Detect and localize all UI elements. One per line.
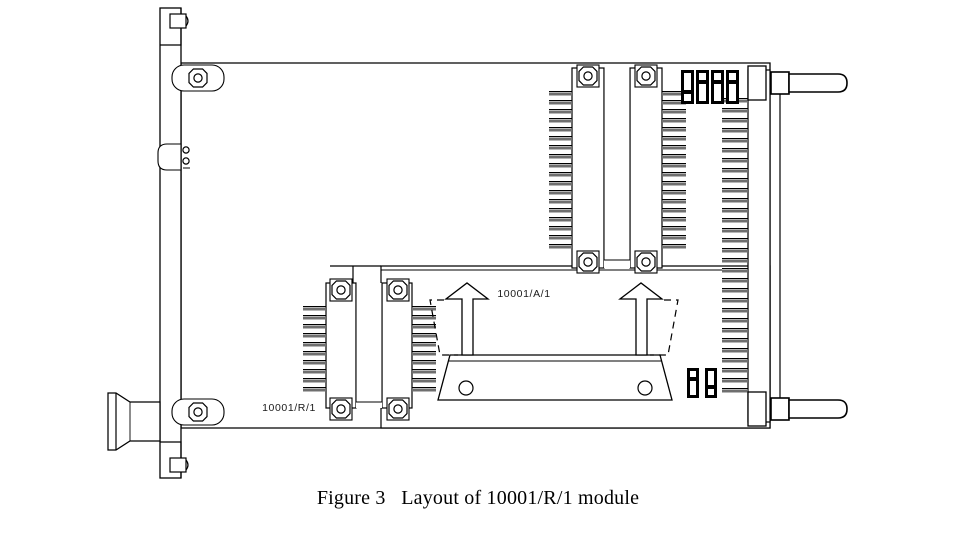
- lever-handle-top[interactable]: [747, 65, 848, 410]
- jumper-block-5[interactable]: [687, 368, 699, 398]
- main-board-label: 10001/R/1: [262, 402, 316, 414]
- daughter-board-outline: [380, 265, 771, 429]
- jumper-block-4[interactable]: [726, 70, 739, 104]
- standoff-upper-right: [634, 64, 658, 88]
- bottom-ejector-tab: [169, 457, 189, 473]
- front-panel: [107, 7, 225, 479]
- standoff-upper-right: [386, 278, 410, 302]
- standoff-upper-left: [329, 278, 353, 302]
- callout-arrow-right: [618, 282, 679, 356]
- standoff-upper-left: [576, 64, 600, 88]
- backplane-pin-rows: [722, 98, 748, 393]
- standoff-lower-right: [386, 397, 410, 421]
- panel-standoff-lower: [171, 398, 225, 426]
- led-indicator: [157, 143, 190, 171]
- din-connector-upper: [549, 64, 686, 274]
- pin-row-group-left: [303, 306, 326, 392]
- standoff-lower-left: [329, 397, 353, 421]
- jumper-block-6[interactable]: [705, 368, 717, 398]
- removable-module-block: [437, 354, 673, 401]
- daughter-board-label: 10001/A/1: [497, 288, 550, 300]
- bottom-ejector-handle[interactable]: [107, 392, 161, 451]
- figure-caption: Figure 3 Layout of 10001/R/1 module: [316, 487, 640, 509]
- module-screw-right: [637, 380, 653, 396]
- jumper-block-group-top[interactable]: [681, 70, 739, 104]
- callout-arrow-left: [429, 282, 490, 356]
- din-connector-lower: [303, 278, 436, 421]
- pin-row-group-right: [662, 91, 686, 249]
- lever-handle-bottom[interactable]: [747, 391, 848, 427]
- jumper-block-2[interactable]: [696, 70, 709, 104]
- pin-row-group-left: [549, 91, 572, 249]
- top-ejector-tab: [169, 13, 189, 29]
- standoff-lower-left: [576, 250, 600, 274]
- jumper-block-3[interactable]: [711, 70, 724, 104]
- standoff-lower-right: [634, 250, 658, 274]
- module-screw-left: [458, 380, 474, 396]
- jumper-block-1[interactable]: [681, 70, 694, 104]
- panel-standoff-upper: [171, 64, 225, 92]
- jumper-block-group-bottom[interactable]: [687, 368, 717, 398]
- pin-row-group-right: [412, 306, 436, 392]
